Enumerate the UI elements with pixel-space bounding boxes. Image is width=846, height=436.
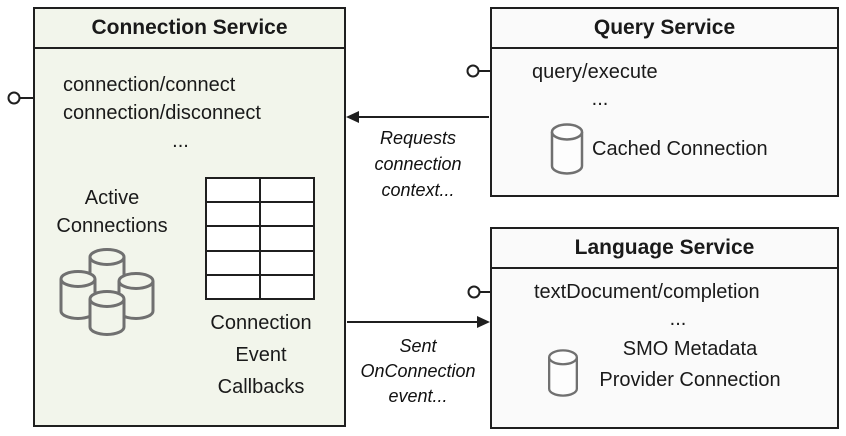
requests-connection-context-label: Requests connection context... [374, 128, 462, 200]
connection-service-box: Connection Service connection/connect co… [33, 7, 346, 427]
language-service-title: Language Service [492, 229, 837, 269]
active-connections-label: Active Connections [56, 187, 168, 237]
query-service-methods: query/execute ... [532, 59, 668, 113]
requests-arrow [346, 111, 489, 123]
cached-connection-database-icon [550, 123, 584, 175]
method-connection-disconnect: connection/disconnect [63, 102, 261, 124]
method-connection-connect: connection/connect [63, 74, 236, 96]
method-query-execute: query/execute [532, 61, 658, 83]
language-service-box: Language Service textDocument/completion… [490, 227, 839, 429]
active-connections-cylinders-icon [59, 248, 155, 336]
query-service-title: Query Service [492, 9, 837, 49]
methods-ellipsis: ... [591, 88, 609, 110]
smo-metadata-provider-label: SMO Metadata Provider Connection [599, 338, 781, 391]
sent-arrow [347, 316, 490, 328]
cached-connection-label: Cached Connection [592, 138, 768, 160]
method-textdocument-completion: textDocument/completion [534, 281, 760, 303]
connection-event-callbacks-label: Connection Event Callbacks [210, 312, 312, 398]
callback-table-icon [205, 177, 315, 300]
connection-service-title: Connection Service [35, 9, 344, 49]
methods-ellipsis: ... [172, 130, 189, 152]
connection-service-methods: connection/connect connection/disconnect… [63, 71, 298, 155]
query-service-box: Query Service query/execute ... Cached C… [490, 7, 839, 197]
smo-metadata-database-icon [548, 349, 578, 397]
sent-onconnection-event-label: Sent OnConnection event... [360, 336, 476, 406]
language-service-methods: textDocument/completion ... [534, 279, 822, 333]
methods-ellipsis: ... [669, 308, 687, 330]
